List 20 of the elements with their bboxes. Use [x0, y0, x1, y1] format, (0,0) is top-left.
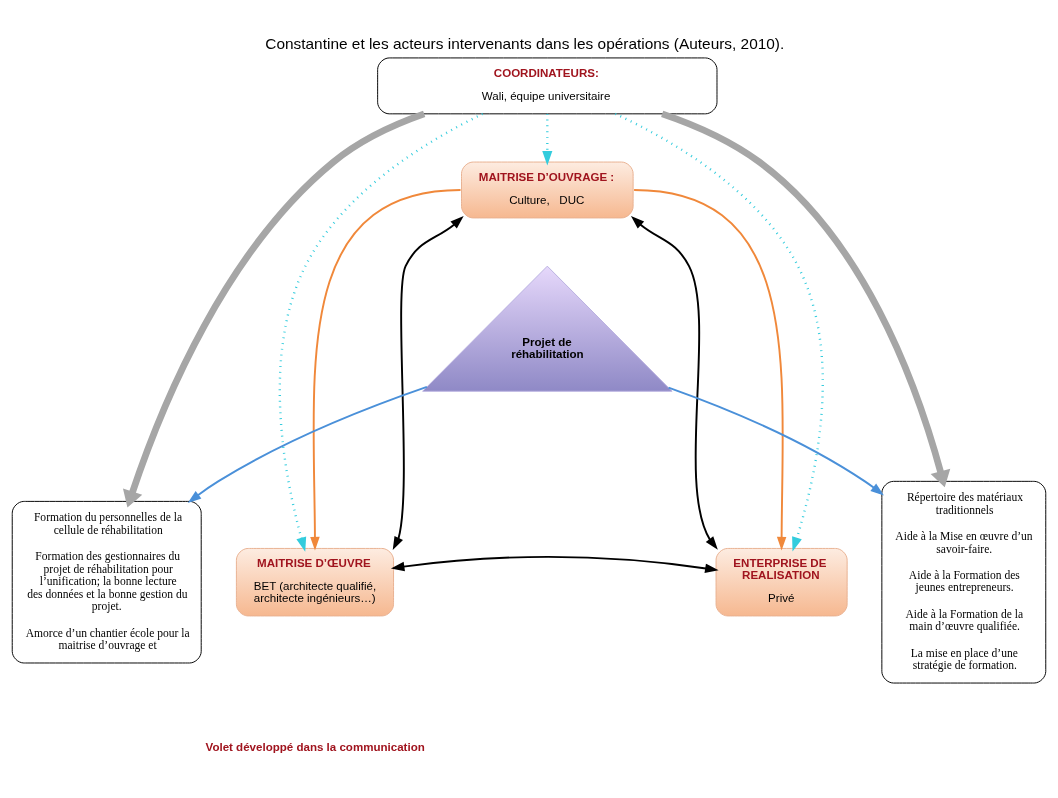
node-box: MAITRISE D’OUVRAGE : Culture, DUC [461, 161, 634, 218]
arrow [667, 386, 884, 496]
node-box: COORDINATEURS: Wali, équipe universitaire [377, 56, 718, 114]
arrow [633, 188, 787, 550]
arrow [661, 110, 951, 487]
node-box: Formation du personnelles de la cellule de réhabilitation Formation des gestionnaires du projet de réhabilitation pour l’unification; la bonne lecture des données et la bonne gestion du projet. Amorce d’un chantier école pour la maitrise d’ouvrage et [11, 500, 202, 663]
node-box: MAITRISE D’ŒUVRE BET (architecte qualifié, architecte ingénieurs…) [235, 547, 395, 616]
arrow [122, 110, 426, 507]
label: Volet développé dans la communication [205, 740, 425, 753]
arrow [392, 215, 464, 550]
arrow [187, 385, 428, 503]
arrow [614, 112, 824, 552]
arrow [310, 188, 462, 550]
arrow [278, 112, 484, 552]
node-box: Répertoire des matériaux traditionnels Aide à la Mise en œuvre d’un savoir-faire. Aide à la Formation des jeunes entrepreneurs. Aide à la Formation de la main d’œuvre qualifiée. La mise en place d’une stratégie de formation. [881, 480, 1047, 683]
arrow [630, 215, 718, 550]
arrow [542, 113, 553, 165]
caption: Constantine et les acteurs intervenants dans les opérations (Auteurs, 2010). [265, 34, 785, 52]
node-box: ENTERPRISE DE REALISATION Privé [715, 547, 848, 616]
arrow [390, 555, 719, 573]
